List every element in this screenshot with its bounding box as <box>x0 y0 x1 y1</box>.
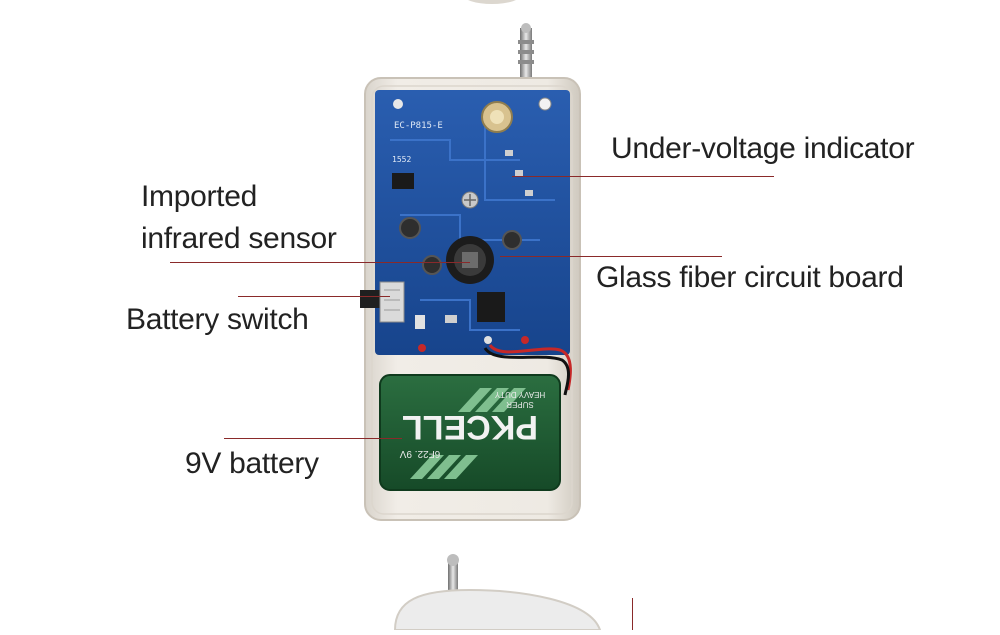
label-battery-switch: Battery switch <box>126 303 309 336</box>
nine-volt-battery: PKCELL 6F22. 9V SUPER HEAVY DUTY <box>379 374 561 491</box>
label-ir-sensor-line2: infrared sensor <box>141 222 337 255</box>
bottom-leader <box>632 598 633 630</box>
battery-switch <box>360 281 405 323</box>
lower-device <box>393 554 602 631</box>
battery-model: 6F22. 9V <box>399 448 440 459</box>
under-voltage-leader <box>512 176 774 177</box>
antenna <box>518 23 534 88</box>
battery-brand: PKCELL <box>402 408 538 446</box>
label-battery: 9V battery <box>185 447 319 480</box>
battery-wires <box>483 343 572 396</box>
label-under-voltage: Under-voltage indicator <box>611 132 915 165</box>
battery-switch-leader <box>238 296 390 297</box>
label-ir-sensor-line1: Imported <box>141 180 257 213</box>
battery-leader <box>224 438 402 439</box>
circuit-board: EC-P815-E 1552 <box>375 90 570 355</box>
ir-sensor-leader <box>170 262 470 263</box>
battery-tagline-1: SUPER <box>506 400 534 409</box>
pcb-marking-2: 1552 <box>392 155 411 164</box>
pcb-marking: EC-P815-E <box>394 121 443 131</box>
label-circuit-board: Glass fiber circuit board <box>596 261 904 294</box>
top-housing-fragment <box>468 0 516 4</box>
battery-tagline-2: HEAVY DUTY <box>494 390 545 399</box>
circuit-board-leader <box>500 256 722 257</box>
